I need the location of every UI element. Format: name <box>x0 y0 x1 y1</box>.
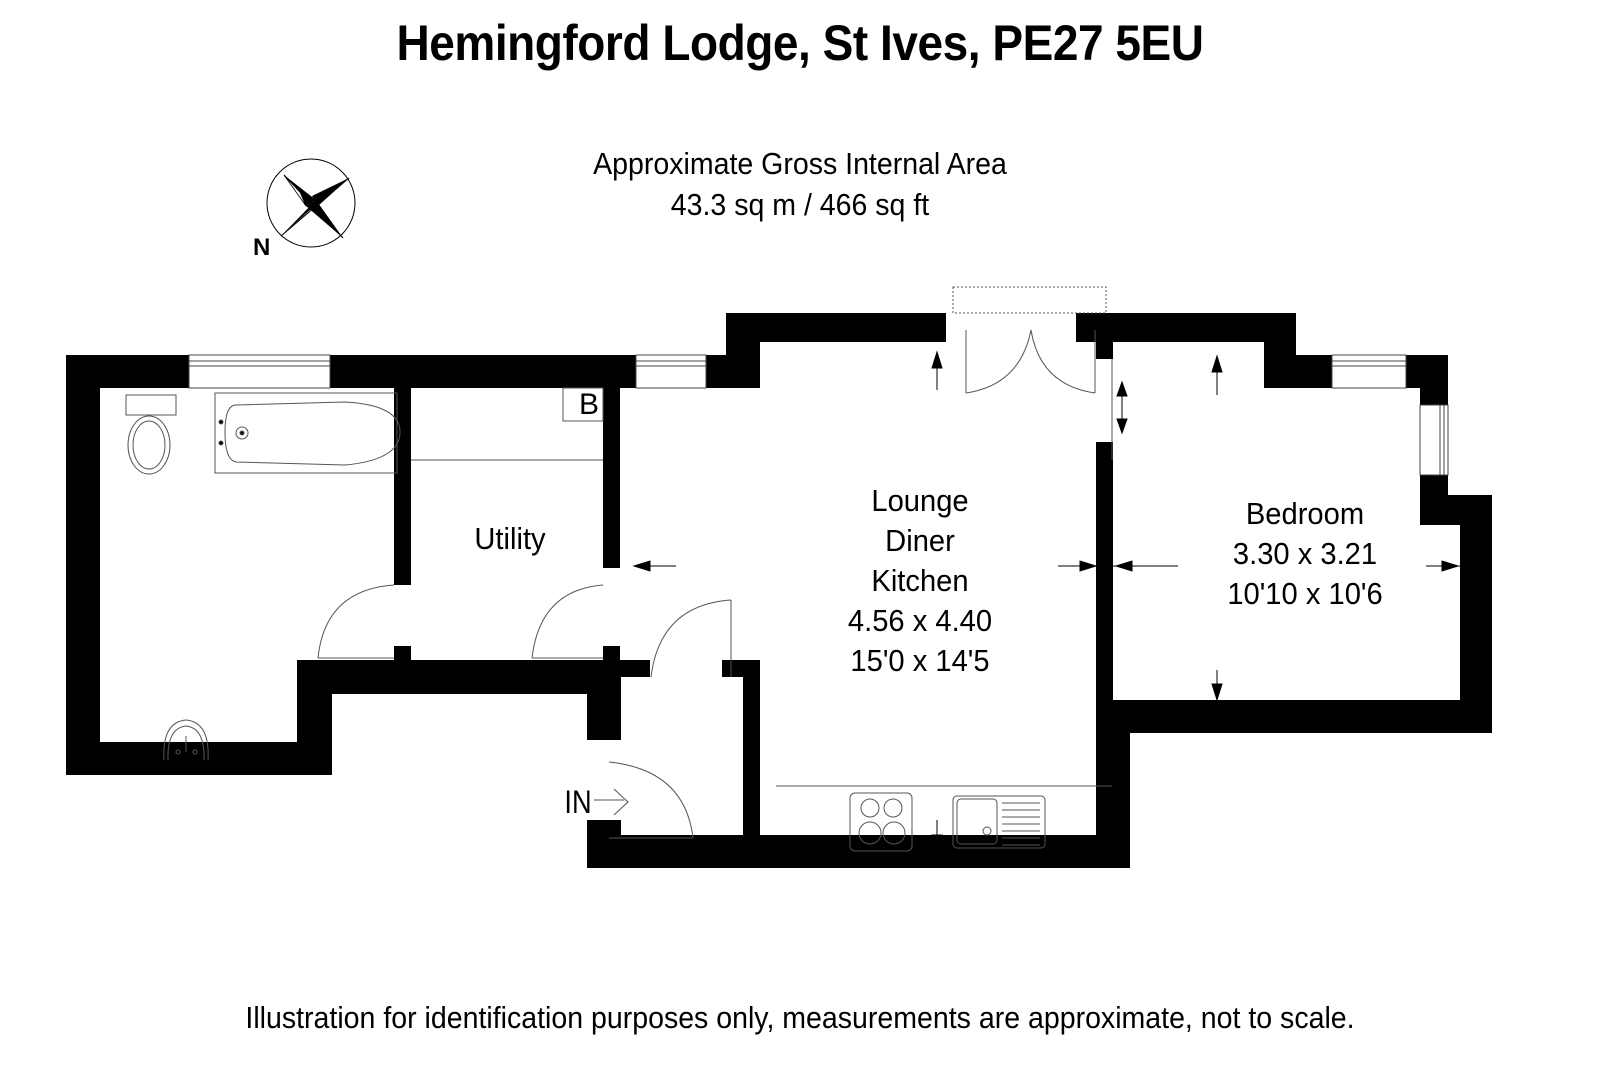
bathroom-fixtures <box>125 387 604 761</box>
compass-north-label: N <box>253 234 271 261</box>
hob-icon <box>849 792 913 852</box>
gross-area-label: Approximate Gross Internal Area <box>593 146 1007 181</box>
disclaimer: Illustration for identification purposes… <box>245 1000 1355 1035</box>
bath-icon <box>214 392 398 474</box>
room-dimensions-imperial: 10'10 x 10'6 <box>1227 576 1383 611</box>
dimension-arrows <box>632 350 1460 853</box>
doors <box>317 286 1113 839</box>
room-name-line: Kitchen <box>871 563 969 598</box>
room-dimensions-metric: 4.56 x 4.40 <box>847 603 993 638</box>
room-label-utility: Utility <box>474 521 546 556</box>
room-name-line: Diner <box>885 523 955 558</box>
gross-area: Approximate Gross Internal Area 43.3 sq … <box>64 143 1536 225</box>
kitchen-fixtures <box>776 785 1112 852</box>
toilet-icon <box>127 415 171 475</box>
compass-rose-icon <box>266 158 356 248</box>
sink-icon <box>952 795 1046 849</box>
gross-area-value: 43.3 sq m / 466 sq ft <box>670 187 930 222</box>
walls <box>66 313 1492 868</box>
toilet-cistern-icon <box>125 394 177 416</box>
windows <box>188 354 1449 476</box>
room-name: Bedroom <box>1245 496 1365 531</box>
room-dimensions-imperial: 15'0 x 14'5 <box>850 643 990 678</box>
boiler-label: B <box>579 388 600 421</box>
room-dimensions-metric: 3.30 x 3.21 <box>1232 536 1378 571</box>
entrance-label: IN <box>564 784 592 820</box>
room-label-bedroom: Bedroom 3.30 x 3.21 10'10 x 10'6 <box>1202 494 1409 614</box>
room-name-line: Lounge <box>871 483 969 518</box>
room-label-lounge: Lounge Diner Kitchen 4.56 x 4.40 15'0 x … <box>817 481 1024 681</box>
basin-icon <box>163 719 209 761</box>
boiler-icon <box>562 387 604 422</box>
entrance-arrow-icon <box>594 788 629 816</box>
page-title: Hemingford Lodge, St Ives, PE27 5EU <box>396 15 1204 71</box>
